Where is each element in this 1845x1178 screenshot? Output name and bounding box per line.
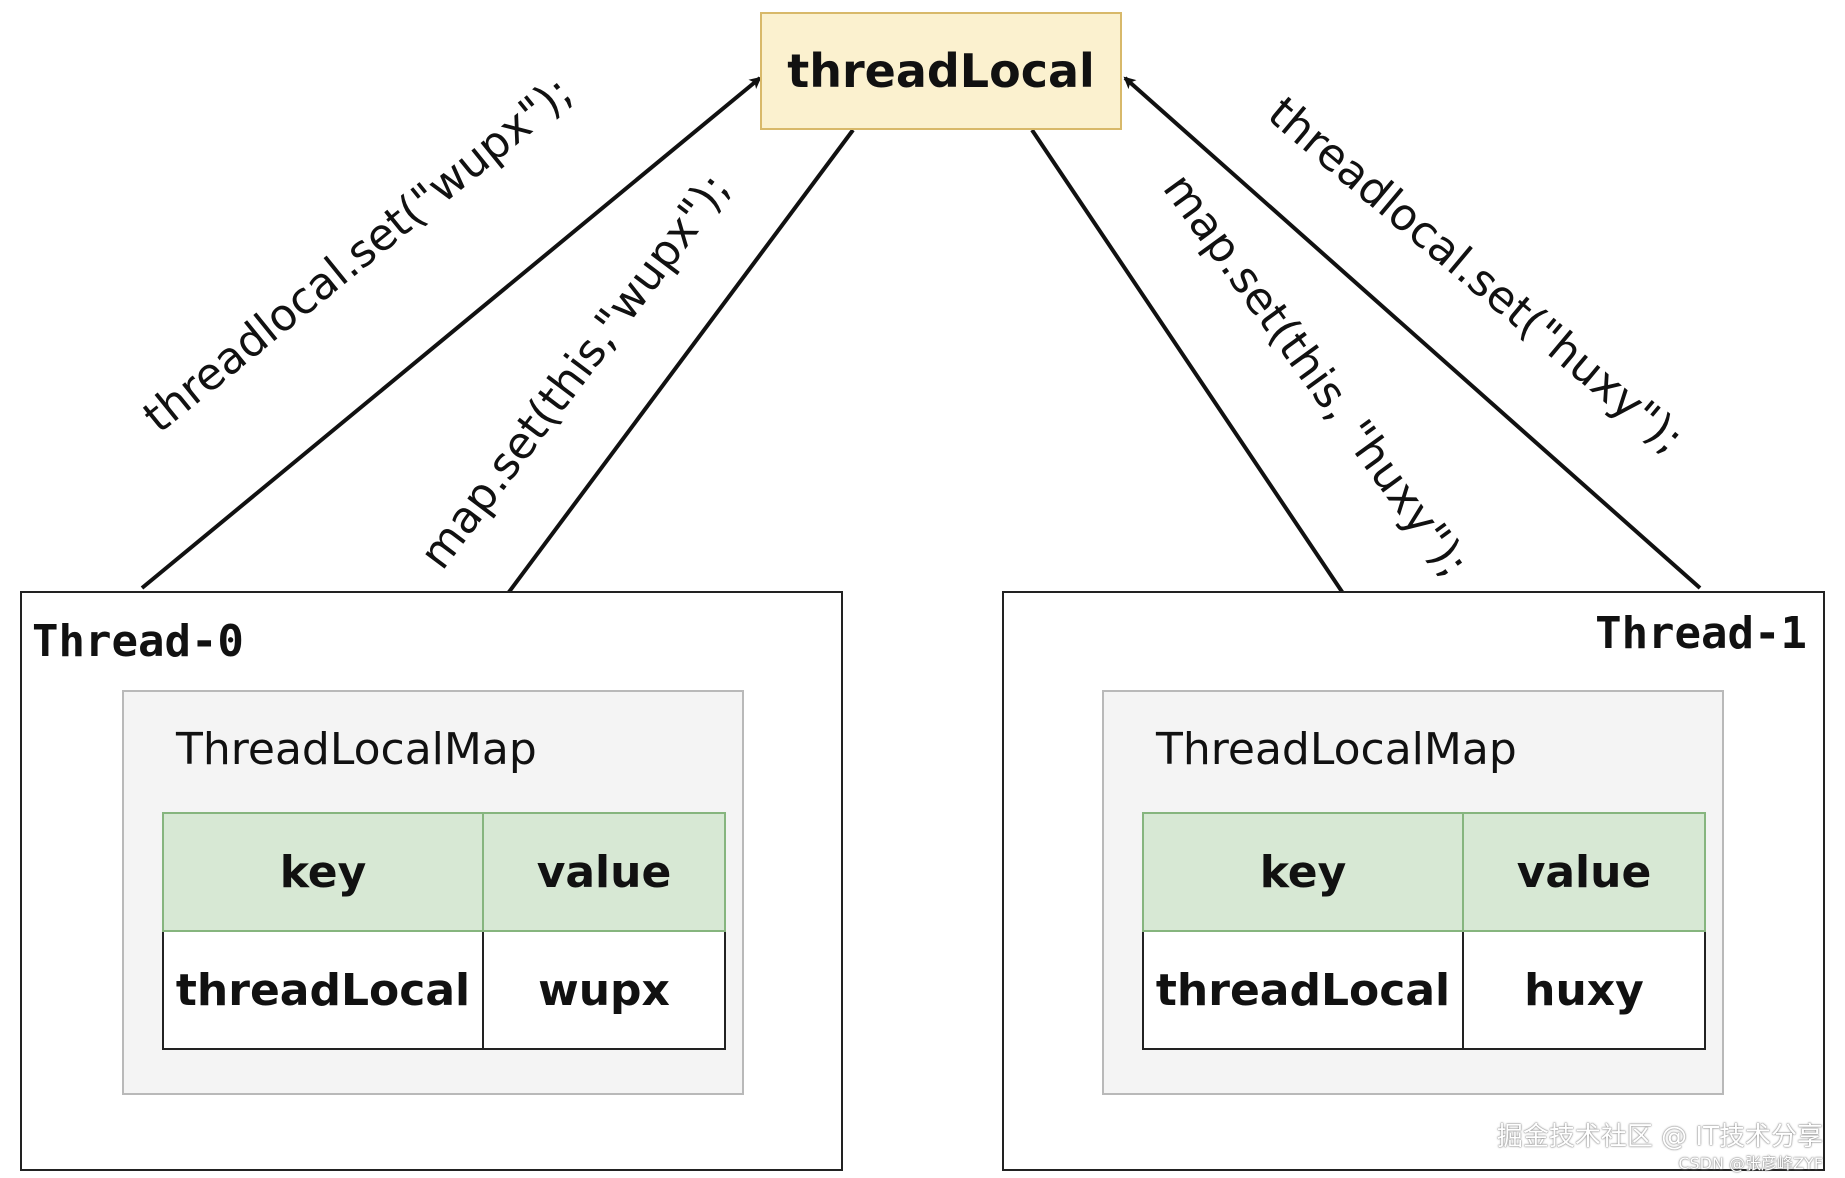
table-header-row: key value <box>162 812 726 932</box>
arrow-thread1-to-threadlocal <box>1123 76 1702 590</box>
value-header: value <box>1462 812 1706 932</box>
table-header-row: key value <box>1142 812 1706 932</box>
key-header: key <box>1142 812 1464 932</box>
table-row: threadLocal huxy <box>1142 930 1706 1050</box>
value-cell: huxy <box>1462 930 1706 1050</box>
key-cell: threadLocal <box>162 930 484 1050</box>
thread-1-entry-table: key value threadLocal huxy <box>1142 812 1706 1050</box>
key-header: key <box>162 812 484 932</box>
value-cell: wupx <box>482 930 726 1050</box>
thread-0-threadlocalmap: ThreadLocalMap key value threadLocal wup… <box>122 690 744 1095</box>
value-header: value <box>482 812 726 932</box>
thread-1-threadlocalmap: ThreadLocalMap key value threadLocal hux… <box>1102 690 1724 1095</box>
threadlocal-node-label: threadLocal <box>787 44 1095 98</box>
watermark-csdn: CSDN @张彦峰ZYF <box>1678 1154 1823 1173</box>
thread-0-entry-table: key value threadLocal wupx <box>162 812 726 1050</box>
watermark-juejin: 掘金技术社区 @ IT技术分享 <box>1496 1122 1823 1152</box>
thread-1-label: Thread-1 <box>1595 608 1807 659</box>
arrow-thread0-to-threadlocal <box>140 76 762 590</box>
threadlocal-node: threadLocal <box>760 12 1122 130</box>
thread-0-map-title: ThreadLocalMap <box>176 724 537 775</box>
thread-0-label: Thread-0 <box>32 616 244 667</box>
thread-1-map-title: ThreadLocalMap <box>1156 724 1517 775</box>
key-cell: threadLocal <box>1142 930 1464 1050</box>
table-row: threadLocal wupx <box>162 930 726 1050</box>
